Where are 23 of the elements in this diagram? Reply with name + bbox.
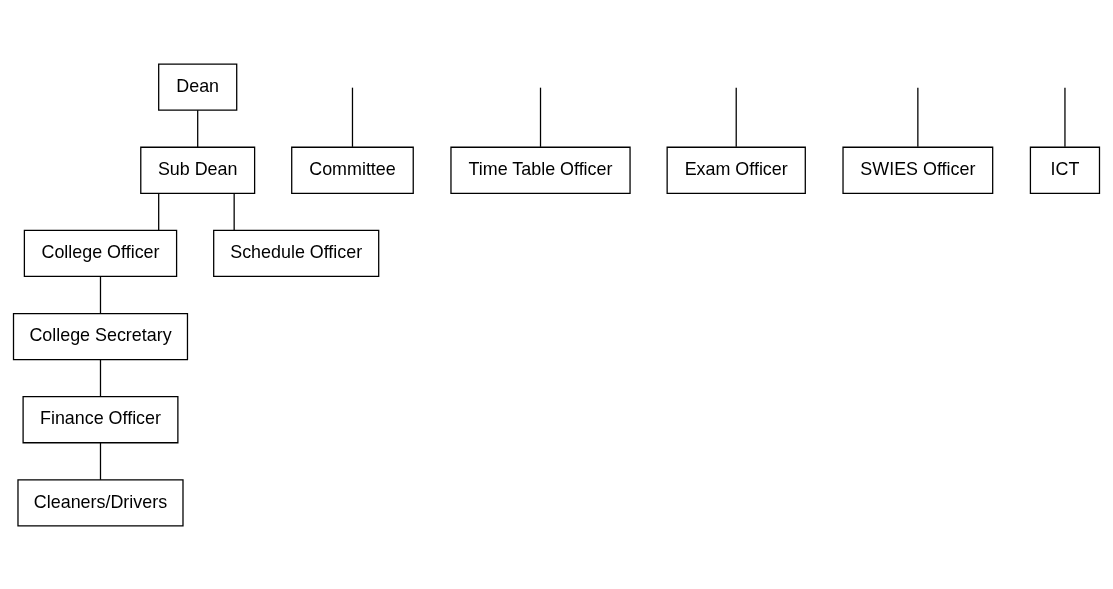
node-box: College Secretary [12,312,189,360]
connector [99,441,102,480]
node-box: Committee [291,146,414,194]
connector [735,86,737,147]
node-box: College Officer [23,229,178,277]
node-box: Exam Officer [666,146,806,194]
connector [917,86,919,147]
node-box: ICT [1029,146,1101,194]
node-box: Cleaners/Drivers [17,478,184,526]
connector [158,192,160,231]
node-box: Finance Officer [22,395,179,443]
connector [99,275,102,314]
connector [233,192,235,231]
connector [99,358,102,397]
node-box: SWIES Officer [842,146,994,194]
node-box: Dean [158,63,238,111]
node-box: Schedule Officer [213,229,380,277]
connector [351,86,354,147]
connector [197,109,199,148]
node-box: Sub Dean [140,146,256,194]
connector [539,86,542,147]
node-box: Time Table Officer [450,146,631,194]
connector [1064,86,1066,147]
